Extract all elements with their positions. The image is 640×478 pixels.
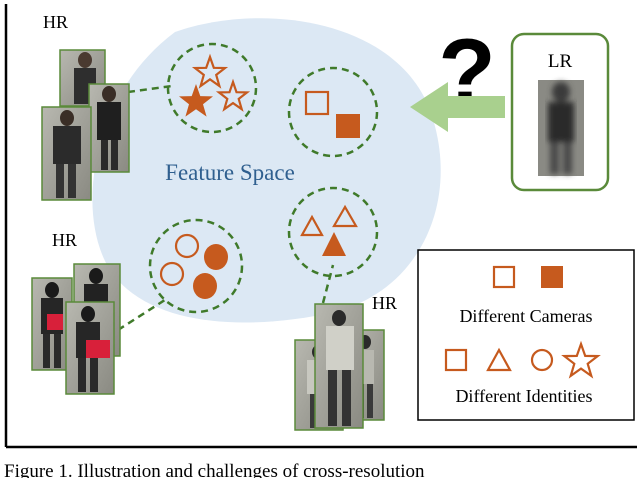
lr-label: LR bbox=[548, 51, 573, 72]
hr-label-bottom: HR bbox=[372, 293, 397, 313]
legend-triangle-icon bbox=[486, 347, 512, 372]
lr-blurred-photo bbox=[538, 80, 584, 176]
connector-bottom-left bbox=[117, 296, 169, 332]
hr-label-middle: HR bbox=[52, 230, 77, 250]
square-filled-icon bbox=[336, 114, 360, 138]
legend-square-outline-icon bbox=[492, 265, 516, 289]
circle-outline-icon bbox=[159, 261, 185, 287]
triangle-filled-icon bbox=[322, 232, 346, 256]
legend-circle-icon bbox=[530, 348, 554, 372]
star-filled-icon bbox=[179, 84, 213, 117]
figure-caption: Figure 1. Illustration and challenges of… bbox=[4, 462, 425, 478]
star-outline-icon bbox=[191, 53, 229, 89]
person-photo bbox=[314, 303, 364, 429]
triangle-outline-icon bbox=[300, 214, 324, 237]
connector-bottom-right bbox=[321, 264, 335, 304]
cluster-triangles bbox=[287, 186, 379, 278]
hr-label-top: HR bbox=[43, 12, 68, 32]
legend-cameras-label: Different Cameras bbox=[459, 306, 592, 326]
connector-top-left bbox=[127, 84, 173, 94]
square-outline-icon bbox=[304, 90, 330, 116]
legend-star-icon bbox=[561, 340, 601, 379]
feature-space-label: Feature Space bbox=[165, 160, 295, 185]
person-photo bbox=[41, 106, 92, 201]
hr-photo-group-top bbox=[41, 49, 130, 201]
star-outline-icon bbox=[215, 78, 251, 112]
circle-filled-icon bbox=[193, 273, 217, 299]
person-photo bbox=[65, 301, 115, 395]
arrow-left-icon bbox=[410, 82, 505, 132]
person-photo bbox=[88, 83, 130, 173]
cluster-squares bbox=[287, 66, 379, 158]
hr-photo-group-bottom bbox=[294, 303, 385, 431]
circle-filled-icon bbox=[204, 244, 228, 270]
cluster-stars bbox=[166, 42, 258, 134]
legend-identities-label: Different Identities bbox=[455, 386, 592, 406]
legend-square-filled-icon bbox=[541, 266, 563, 288]
cluster-circles bbox=[148, 218, 244, 314]
feature-space-region bbox=[92, 18, 441, 323]
hr-photo-group-middle bbox=[31, 263, 121, 395]
legend-square-icon bbox=[444, 348, 468, 372]
person-photo bbox=[59, 49, 106, 107]
triangle-outline-icon bbox=[332, 204, 358, 228]
legend-box bbox=[417, 249, 635, 421]
circle-outline-icon bbox=[174, 233, 200, 259]
